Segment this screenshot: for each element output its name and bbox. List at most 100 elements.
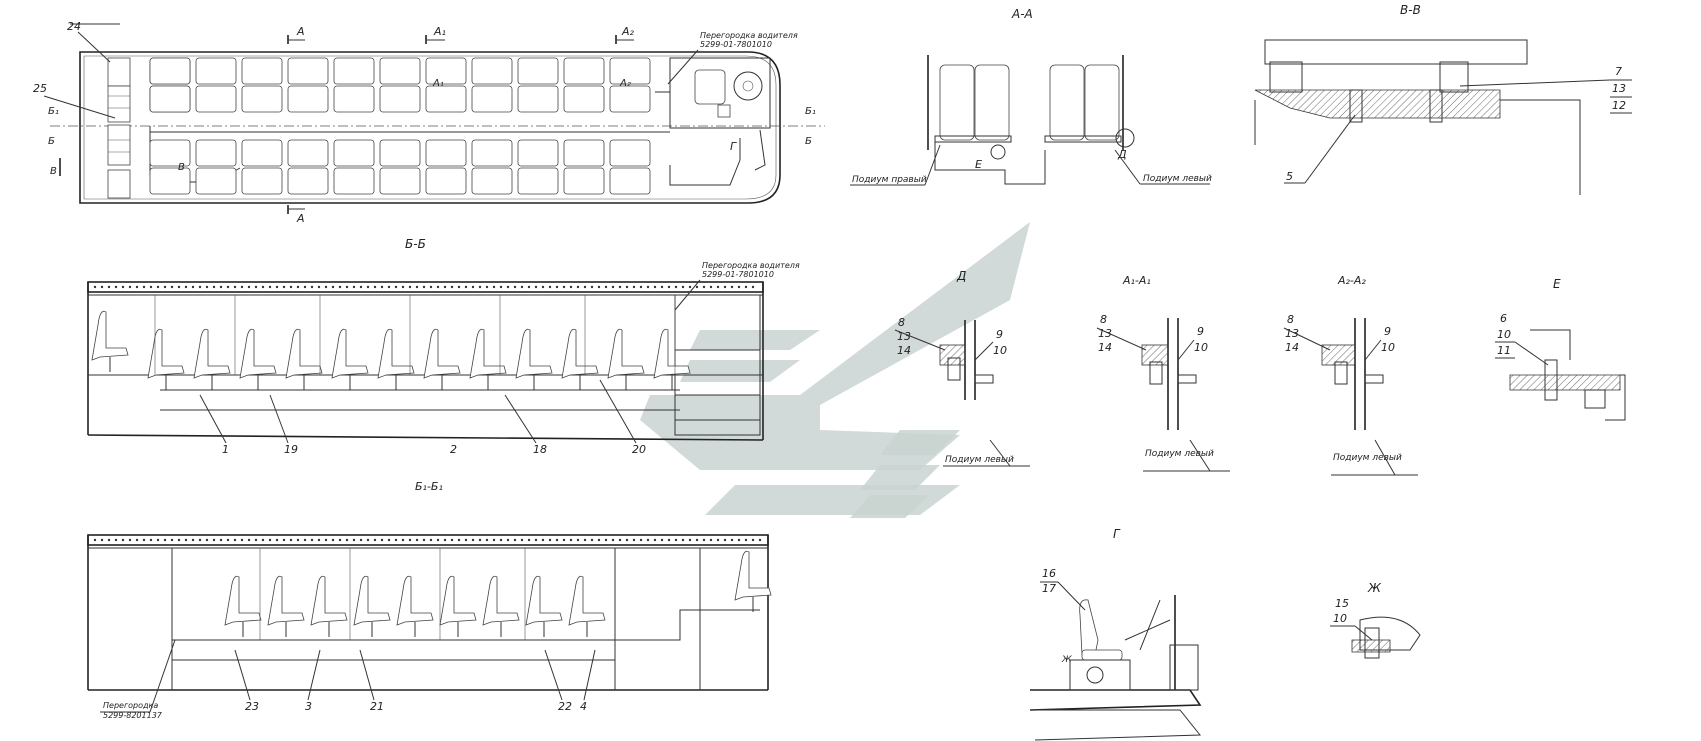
note-podium-left-a2: Подиум левый (1333, 453, 1402, 463)
rivet (681, 538, 685, 542)
rivet (100, 538, 104, 542)
title-e: Е (1553, 277, 1561, 291)
rivet (380, 538, 384, 542)
rivet (590, 538, 594, 542)
plan-seat (287, 139, 329, 167)
rivet (464, 285, 468, 289)
rivet (450, 538, 454, 542)
plan-seat (609, 139, 651, 167)
callout-7: 7 (1615, 65, 1622, 78)
mark-a2-inner: А₂ (619, 78, 631, 89)
rivet (317, 538, 321, 542)
view-g-driver-seat: Г 16 17 Ж (1029, 527, 1202, 741)
rivet (744, 538, 748, 542)
seat-profile (310, 575, 348, 626)
rivet (387, 538, 391, 542)
rivet (576, 538, 580, 542)
plan-seat (517, 167, 559, 195)
rivet (233, 285, 237, 289)
rivet (149, 285, 153, 289)
rivet (128, 285, 132, 289)
rivet (303, 285, 307, 289)
rivet (240, 538, 244, 542)
callout-20: 20 (632, 443, 646, 456)
section-b1b1-view: Б₁-Б₁ 23 3 21 22 4 Перегородка 5299-8201… (87, 480, 772, 720)
plan-seat (333, 57, 375, 85)
rivet (625, 538, 629, 542)
rivet (604, 285, 608, 289)
rivet (233, 538, 237, 542)
rivet (261, 285, 265, 289)
rivet (667, 538, 671, 542)
rivet (485, 285, 489, 289)
rivet (457, 538, 461, 542)
rivet (289, 285, 293, 289)
rivet (415, 285, 419, 289)
callout-1: 1 (222, 443, 229, 456)
rivet (387, 285, 391, 289)
callout-10-e: 10 (1497, 328, 1511, 341)
plan-seat (287, 167, 329, 195)
rivet (310, 285, 314, 289)
section-bb-view: Б-Б 1 19 2 18 20 Перегородка водителя 52… (87, 237, 800, 456)
rivet (576, 285, 580, 289)
callout-25: 25 (33, 82, 47, 95)
rivet (345, 538, 349, 542)
mark-a-bottom: А (296, 212, 305, 225)
rivet (653, 285, 657, 289)
note-podium-left-aa: Подиум левый (1143, 174, 1212, 184)
note-partition-no: 5299-8201137 (103, 711, 163, 720)
rivet (226, 285, 230, 289)
seat-profile (377, 328, 415, 379)
rivet (716, 538, 720, 542)
rivet (499, 538, 503, 542)
rivet (184, 285, 188, 289)
seat-profile (561, 328, 599, 379)
rivet (100, 285, 104, 289)
plan-seat (517, 85, 559, 113)
note-partition-driver-no-plan: 5299-01-7801010 (700, 40, 772, 49)
rivet (674, 285, 678, 289)
rivet (373, 538, 377, 542)
rivet (478, 285, 482, 289)
rivet (464, 538, 468, 542)
rivet (268, 285, 272, 289)
seat-profile (469, 328, 507, 379)
plan-seat (379, 139, 421, 167)
plan-seat (609, 85, 651, 113)
plan-seat (195, 167, 237, 195)
rivet (198, 285, 202, 289)
rivet (723, 285, 727, 289)
rivet (443, 538, 447, 542)
plan-seat (425, 85, 467, 113)
rivet (366, 538, 370, 542)
plan-seat (471, 167, 513, 195)
mark-v-left: В (50, 166, 57, 177)
mark-b-left: Б (48, 136, 55, 147)
rivet (450, 285, 454, 289)
note-podium-right: Подиум правый (852, 175, 927, 185)
rivet (674, 538, 678, 542)
rivet (751, 538, 755, 542)
rivet (296, 285, 300, 289)
callout-2: 2 (450, 443, 457, 456)
seat-profile (147, 328, 185, 379)
rivet (247, 538, 251, 542)
seat-profile (482, 575, 520, 626)
rivet (226, 538, 230, 542)
rivet (408, 285, 412, 289)
rivet (499, 285, 503, 289)
seat-profile (423, 328, 461, 379)
mark-zh-g: Ж (1061, 655, 1072, 665)
mark-b1-left: Б₁ (48, 106, 59, 117)
rivet (583, 538, 587, 542)
plan-seat (471, 139, 513, 167)
rivet (121, 285, 125, 289)
rivet (275, 538, 279, 542)
rivet (611, 538, 615, 542)
rivet (394, 538, 398, 542)
detail-e-view: Е 6 10 11 (1495, 277, 1626, 421)
callout-14-d: 14 (897, 344, 911, 357)
rivet (324, 538, 328, 542)
rivet (716, 285, 720, 289)
